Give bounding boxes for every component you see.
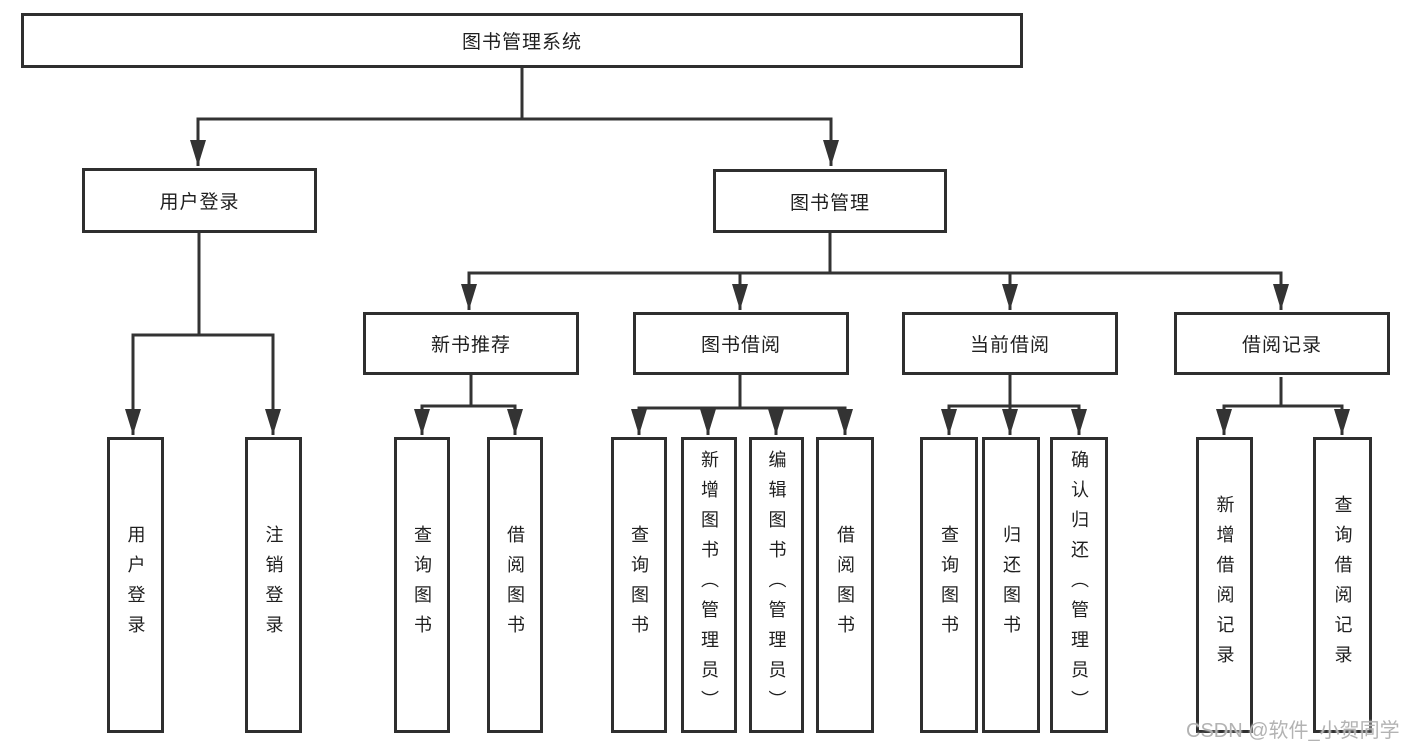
node-label: 用户登录 [159,192,240,213]
leaf-newbooks-borrow-books: 借阅图书 [487,437,543,733]
leaf-label: 新增图书（管理员） [699,450,719,720]
leaf-label: 归还图书 [1001,525,1021,645]
leaf-label: 查询借阅记录 [1332,495,1353,675]
leaf-label: 查询图书 [629,525,649,645]
leaf-current-return-books: 归还图书 [982,437,1040,733]
node-label: 图书借阅 [700,335,781,356]
leaf-current-query-books: 查询图书 [920,437,978,733]
leaf-borrow-edit-books-admin: 编辑图书（管理员） [749,437,804,733]
leaf-logout: 注销登录 [245,437,302,733]
csdn-watermark: CSDN @软件_小贺同学 [1186,720,1400,742]
leaf-label: 借阅图书 [505,525,525,645]
node-book-management: 图书管理 [713,169,947,233]
leaf-records-add-record: 新增借阅记录 [1196,437,1253,733]
node-label: 图书管理系统 [461,32,582,53]
node-label: 借阅记录 [1241,335,1322,356]
node-label: 新书推荐 [430,335,511,356]
node-label: 图书管理 [789,192,870,214]
leaf-label: 编辑图书（管理员） [766,450,787,720]
node-label: 当前借阅 [969,335,1050,356]
node-new-book-recommend: 新书推荐 [363,312,579,375]
node-book-borrow: 图书借阅 [633,312,849,375]
leaf-label: 确认归还（管理员） [1069,450,1089,720]
node-borrow-records: 借阅记录 [1174,312,1390,375]
leaf-label: 新增借阅记录 [1214,495,1235,675]
leaf-user-login: 用户登录 [107,437,164,733]
leaf-borrow-query-books: 查询图书 [611,437,667,733]
leaf-borrow-borrow-books: 借阅图书 [816,437,874,733]
leaf-label: 查询图书 [412,525,432,645]
node-user-login: 用户登录 [82,168,317,233]
leaf-newbooks-query-books: 查询图书 [394,437,450,733]
leaf-current-confirm-return-admin: 确认归还（管理员） [1050,437,1108,733]
leaf-label: 借阅图书 [835,525,855,645]
leaf-records-query-record: 查询借阅记录 [1313,437,1372,733]
node-current-borrow: 当前借阅 [902,312,1118,375]
leaf-borrow-add-books-admin: 新增图书（管理员） [681,437,737,733]
leaf-label: 注销登录 [263,525,284,645]
leaf-label: 查询图书 [939,525,959,645]
node-root-system: 图书管理系统 [21,13,1023,68]
leaf-label: 用户登录 [125,525,146,645]
